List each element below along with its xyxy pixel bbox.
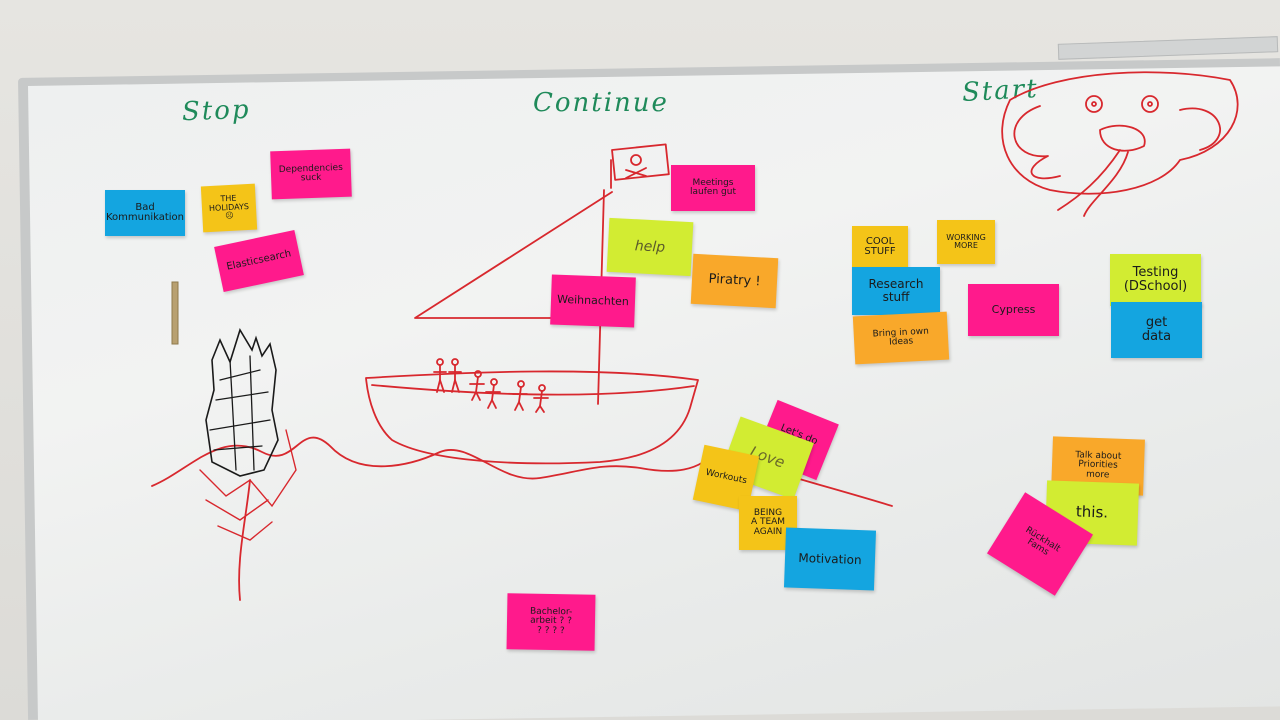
note-the-holidays: THE HOLIDAYS ☹ xyxy=(200,183,258,233)
note-dependencies: Dependencies suck xyxy=(270,148,352,200)
ship-hull xyxy=(365,370,699,465)
note-bachelorarbeit: Bachelor- arbeit ? ? ? ? ? ? xyxy=(506,593,596,651)
note-working-more: WORKING MORE xyxy=(937,220,995,264)
note-piratry: Piratry ! xyxy=(690,253,779,309)
sea-monster-drawing xyxy=(1001,71,1239,217)
note-cypress: Cypress xyxy=(968,284,1059,336)
note-help: help xyxy=(606,217,694,277)
note-get-data: get data xyxy=(1111,302,1202,358)
rock-tower-drawing xyxy=(199,328,297,541)
note-bad-kommunikation: Bad Kommunikation xyxy=(105,190,185,236)
note-testing: Testing (DSchool) xyxy=(1110,254,1201,306)
note-meetings: Meetings laufen gut xyxy=(671,165,755,211)
ship-sail xyxy=(414,191,613,319)
note-research-stuff: Research stuff xyxy=(852,267,940,315)
note-weihnachten: Weihnachten xyxy=(550,274,636,328)
note-cool-stuff: COOL STUFF xyxy=(852,226,908,268)
heading-continue: Continue xyxy=(533,88,669,118)
jolly-roger-flag xyxy=(611,143,670,181)
note-bring-ideas: Bring in own Ideas xyxy=(852,311,950,365)
note-motivation: Motivation xyxy=(783,527,877,591)
stick-figures xyxy=(433,358,549,413)
magnet-strip xyxy=(171,281,179,345)
